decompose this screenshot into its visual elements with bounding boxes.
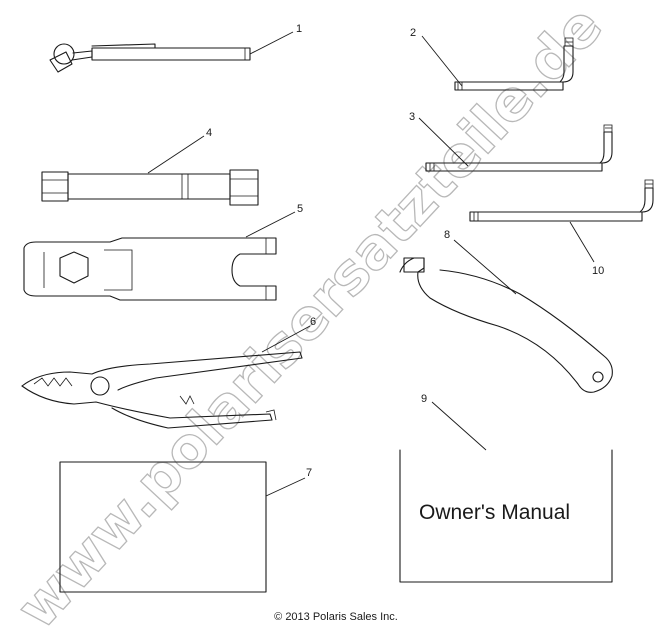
pliers-6 [21,351,303,429]
callout-10: 10 [592,265,604,277]
leader-lines [147,31,595,497]
callout-labels: 1 2 3 4 5 6 7 8 9 10 [206,23,604,479]
callout-3: 3 [409,111,415,123]
hex-key-3 [425,124,613,172]
callout-6: 6 [310,316,316,328]
spanner-wrench-5 [23,237,277,301]
extension-handle-1 [49,43,251,73]
callout-9: 9 [421,393,427,405]
callout-1: 1 [296,23,302,35]
hook-wrench-8 [399,257,613,393]
callout-7: 7 [306,467,312,479]
owners-manual-9: Owner's Manual [399,449,613,583]
tube-wrench-4 [41,169,259,206]
callout-2: 2 [410,27,416,39]
hex-key-10 [469,179,654,222]
owners-manual-title: Owner's Manual [419,501,570,524]
copyright-notice: © 2013 Polaris Sales Inc. [274,611,398,623]
callout-5: 5 [297,203,303,215]
document-7 [59,461,267,593]
callout-4: 4 [206,127,212,139]
callout-8: 8 [444,229,450,241]
hex-key-2 [454,37,574,91]
